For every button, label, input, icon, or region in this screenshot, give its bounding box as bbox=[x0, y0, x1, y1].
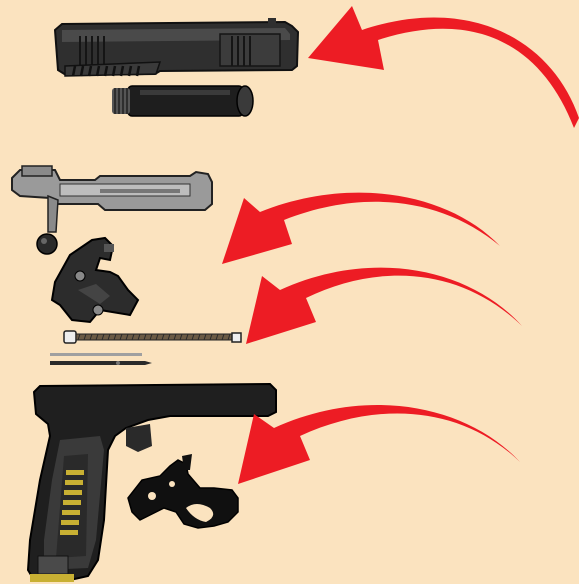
pistol-slide bbox=[55, 18, 298, 76]
barrel-suppressor bbox=[112, 86, 253, 116]
